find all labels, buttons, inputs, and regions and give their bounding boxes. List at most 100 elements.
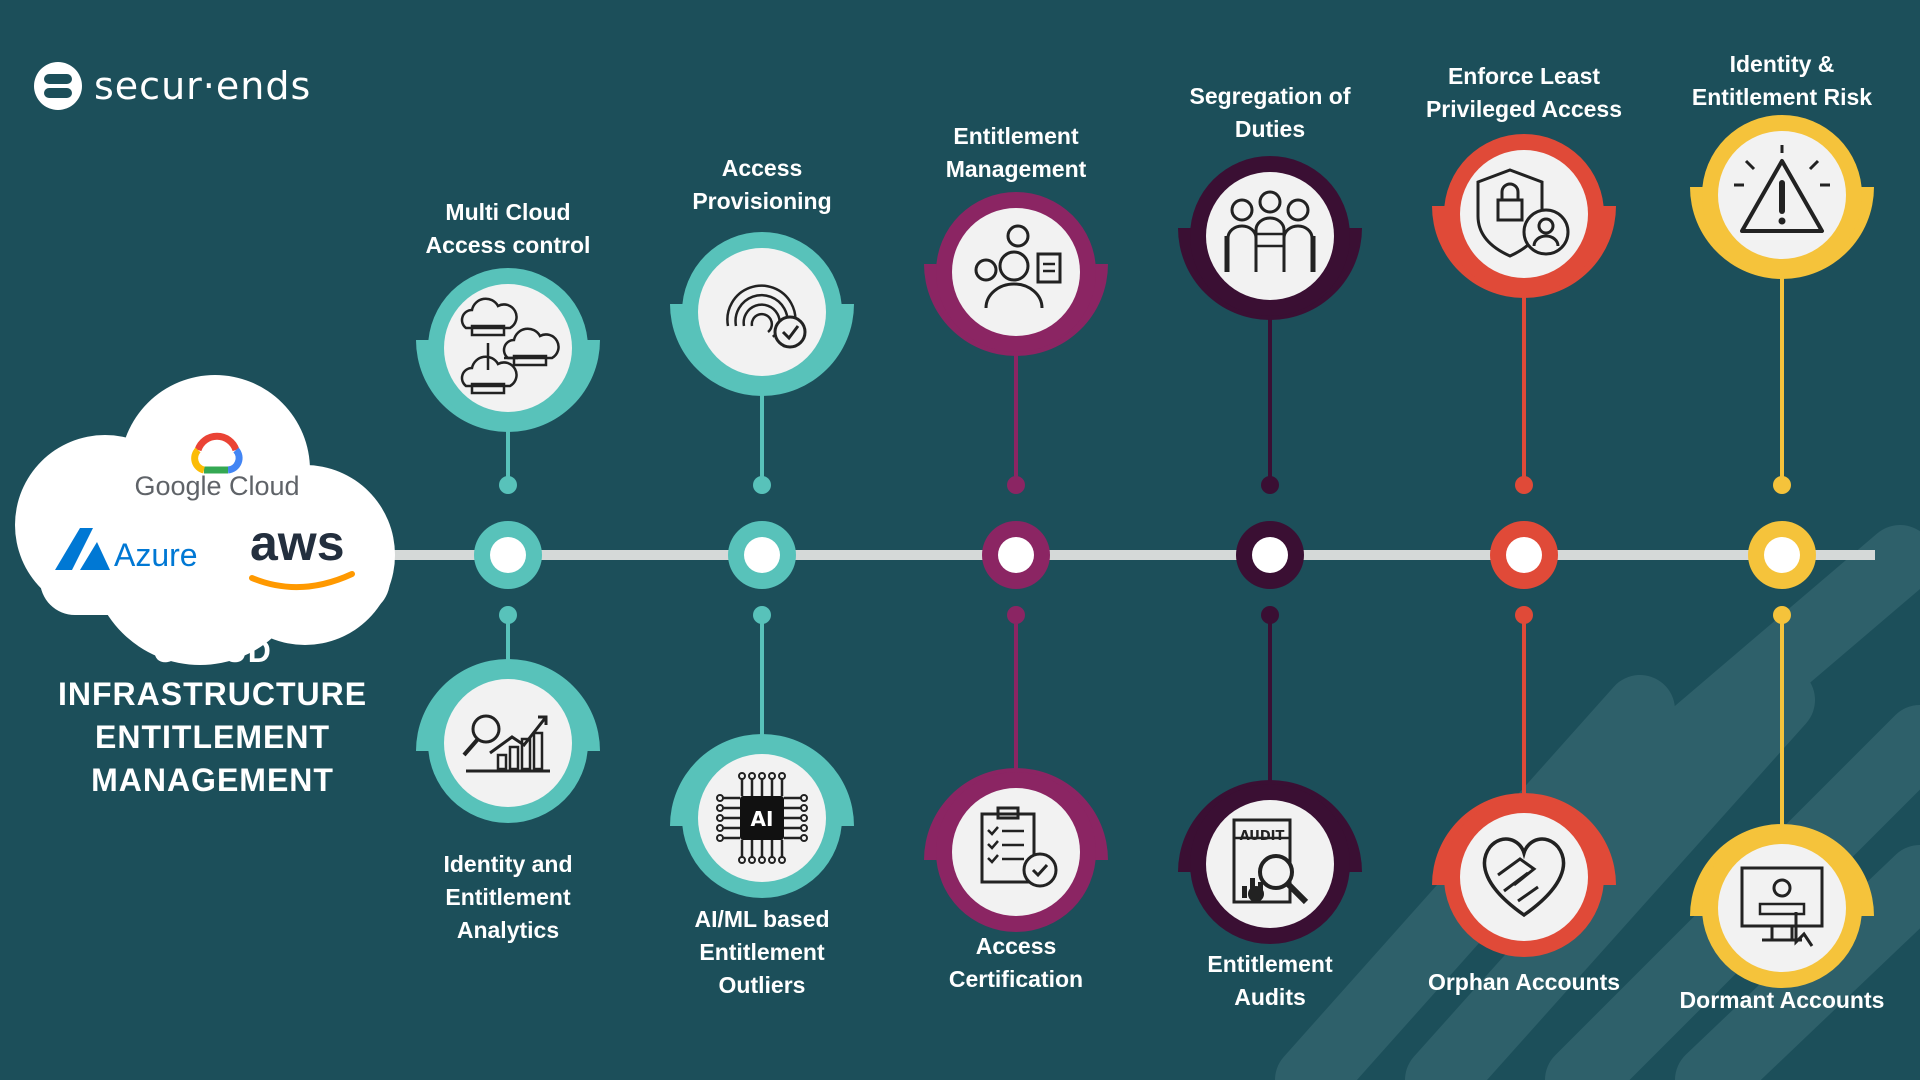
node-face <box>1206 172 1334 300</box>
label-line: Orphan Accounts <box>1427 969 1621 995</box>
connector-glyph <box>486 343 518 370</box>
gear-glyph <box>974 258 998 282</box>
clipboard-glyph <box>980 812 1036 884</box>
aws-label: aws <box>250 515 345 571</box>
label-line: Entitlement <box>953 123 1079 149</box>
triangle-glyph <box>1740 159 1824 233</box>
side-people-glyph <box>1224 236 1316 272</box>
bar-glyph <box>532 731 544 771</box>
node-face <box>1718 844 1846 972</box>
node-bottom-label: Orphan Accounts <box>1404 966 1644 999</box>
page-title: CLOUD INFRASTRUCTURE ENTITLEMENT MANAGEM… <box>20 630 405 802</box>
chip-pin <box>722 778 802 858</box>
label-line: Provisioning <box>692 188 832 214</box>
google-arc-red <box>194 432 240 452</box>
label-line: Entitlement Risk <box>1691 84 1873 110</box>
azure-icon <box>55 528 93 570</box>
server-glyph <box>470 324 506 337</box>
chip-pin-end <box>748 856 756 864</box>
chip-pin-end <box>716 814 724 822</box>
chip-pin-end <box>800 814 808 822</box>
alert-rays <box>1734 145 1830 187</box>
chip-pin-end <box>800 824 808 832</box>
label-line: Access <box>975 933 1057 959</box>
top-connector-dot <box>1773 476 1791 494</box>
server-glyph <box>512 354 548 367</box>
timeline-marker-center <box>490 537 526 573</box>
chip-pin-end <box>768 772 776 780</box>
bottom-connector-dot <box>499 606 517 624</box>
google-cloud-icon <box>191 432 243 474</box>
brand-logo: secur·ends <box>34 62 311 110</box>
label-line: AI/ML based <box>694 906 830 932</box>
node-bottom-n5 <box>1432 793 1616 957</box>
chip-pin <box>722 778 802 858</box>
title-line: ENTITLEMENT <box>95 719 330 755</box>
google-cloud-label: Google Cloud <box>134 471 299 501</box>
bottom-connector-dot <box>1007 606 1025 624</box>
timeline-marker-center <box>1764 537 1800 573</box>
chip-pin-end <box>748 772 756 780</box>
node-top-n5 <box>1432 134 1616 298</box>
chip-pin <box>722 778 802 858</box>
title-line: CLOUD <box>153 633 272 669</box>
laptop-glyph <box>1254 232 1286 248</box>
cloud-glyph <box>460 355 518 388</box>
cloud-base <box>40 545 390 615</box>
user-body-glyph <box>984 282 1044 309</box>
check-circle <box>773 315 807 349</box>
chip-pin-end <box>716 804 724 812</box>
node-top-n2 <box>670 232 854 396</box>
warning-triangle-icon <box>1734 145 1830 233</box>
bar-glyph <box>520 737 532 771</box>
label-line: Dormant Accounts <box>1679 987 1885 1013</box>
logo-text: secur·ends <box>94 64 312 108</box>
monitor-login-icon <box>1740 866 1824 947</box>
node-face <box>952 208 1080 336</box>
top-connector-dot <box>753 476 771 494</box>
hands-glyph <box>1497 857 1539 903</box>
title-line: MANAGEMENT <box>91 762 334 798</box>
label-line: Outliers <box>718 972 806 998</box>
title-line: INFRASTRUCTURE <box>57 676 368 712</box>
chip-pin-end <box>778 772 786 780</box>
user-head-glyph <box>1772 878 1792 898</box>
label-line: Duties <box>1234 116 1306 142</box>
top-connector-dot <box>1007 476 1025 494</box>
exclamation-dot <box>1778 217 1786 225</box>
shield-lock-user-icon <box>1476 168 1570 258</box>
label-line: Entitlement <box>1207 951 1333 977</box>
magnifier-glyph <box>471 714 501 744</box>
check-glyph <box>781 325 800 341</box>
label-line: Access <box>721 155 803 181</box>
multi-cloud-servers-icon <box>460 297 560 395</box>
node-top-n6 <box>1690 115 1874 279</box>
chip-pin <box>722 778 802 858</box>
chip-pin-end <box>738 772 746 780</box>
node-bottom-n2: AI <box>670 734 854 898</box>
google-arc-blue <box>227 447 243 474</box>
node-bottom-n1 <box>416 659 600 823</box>
top-connector-dot <box>499 476 517 494</box>
stripe <box>1405 665 1815 1080</box>
lock-body-glyph <box>1496 198 1524 222</box>
logo-icon <box>34 62 82 110</box>
check-glyph <box>987 840 999 850</box>
node-bottom-n4: AUDIT <box>1178 780 1362 944</box>
team-group-icon <box>1224 190 1316 272</box>
bottom-connector-dot <box>1261 606 1279 624</box>
bottom-connector-dot <box>1773 606 1791 624</box>
google-arc-yellow <box>191 447 206 474</box>
chip-pin-end <box>800 834 808 842</box>
node-top-label: Identity &Entitlement Risk <box>1662 48 1902 114</box>
check-dot <box>1248 886 1264 902</box>
chip-pin-end <box>716 794 724 802</box>
analytics-chart-icon <box>462 714 550 773</box>
check-glyph <box>987 826 999 836</box>
timeline-marker-center <box>1252 537 1288 573</box>
